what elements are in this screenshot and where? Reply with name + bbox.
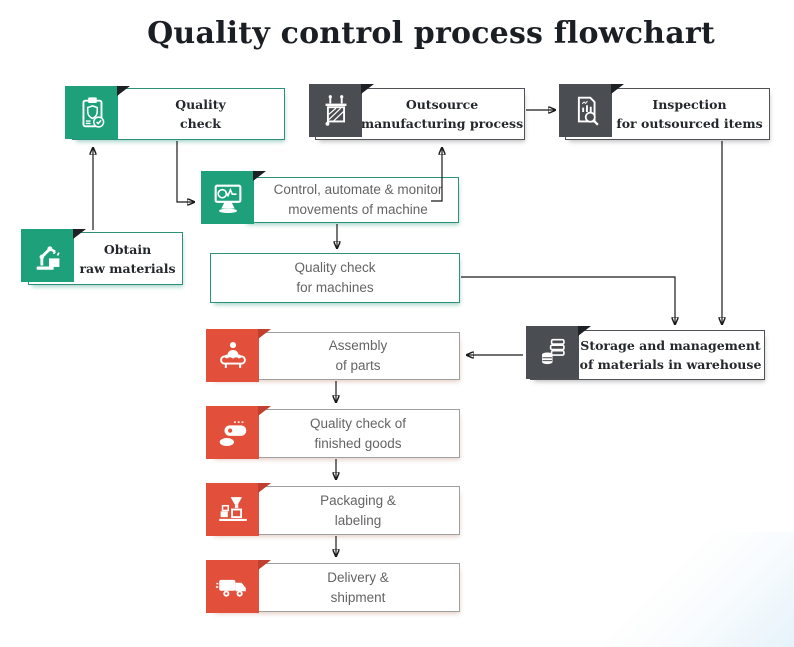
node-delivery-shipment: Delivery & shipment [206, 560, 460, 613]
monitor-pulse-icon [201, 171, 266, 224]
node-inspection-outsourced: Inspection for outsourced items [559, 84, 770, 140]
packaging-machine-icon [206, 483, 271, 536]
fold-corner [361, 84, 374, 94]
node-assembly-of-parts: Assembly of parts [206, 329, 460, 382]
factory-machine-icon [309, 84, 374, 137]
node-outsource-manufacturing: Outsource manufacturing process [309, 84, 525, 140]
node-label: Quality check for machines [294, 260, 376, 295]
clipboard-shield-check-icon [65, 86, 130, 139]
edge-qcmachines-to-storage [461, 276, 675, 324]
node-label: Control, automate & monitor movements of… [273, 182, 443, 217]
fold-corner [258, 483, 271, 493]
node-packaging-labeling: Packaging & labeling [206, 483, 460, 536]
robotic-arm-icon [21, 229, 86, 282]
node-label: Quality check [175, 97, 226, 131]
delivery-truck-icon [206, 560, 271, 613]
node-label: Obtain raw materials [79, 241, 176, 276]
warehouse-storage-icon [526, 326, 591, 379]
node-label: Packaging & labeling [320, 492, 396, 528]
corner-decoration [584, 532, 794, 647]
fold-corner [258, 560, 271, 570]
fold-corner [611, 84, 624, 94]
node-quality-check: Quality check [65, 86, 285, 140]
node-control-automate-monitor: Control, automate & monitor movements of… [201, 171, 459, 224]
fold-corner [117, 86, 130, 96]
fold-corner [578, 326, 591, 336]
node-storage-management: Storage and management of materials in w… [526, 326, 765, 380]
node-label: Assembly of parts [328, 338, 388, 373]
node-label: Delivery & shipment [327, 569, 389, 605]
polisher-machine-icon [206, 406, 271, 459]
node-quality-check-finished: Quality check of finished goods [206, 406, 460, 459]
fold-corner [258, 329, 271, 339]
assembly-worker-icon [206, 329, 271, 382]
node-label: Inspection for outsourced items [616, 97, 763, 131]
node-label: Quality check of finished goods [309, 415, 407, 451]
fold-corner [73, 229, 86, 239]
page-title: Quality control process flowchart [147, 16, 715, 51]
edge-qualitycheck-to-control [176, 141, 194, 202]
fold-corner [258, 406, 271, 416]
node-obtain-raw-materials: Obtain raw materials [21, 229, 183, 285]
node-quality-check-machines: Quality check for machines [210, 253, 460, 303]
node-label: Storage and management of materials in w… [579, 338, 762, 372]
document-analysis-icon [559, 84, 624, 137]
fold-corner [253, 171, 266, 181]
node-label: Outsource manufacturing process [360, 97, 524, 131]
